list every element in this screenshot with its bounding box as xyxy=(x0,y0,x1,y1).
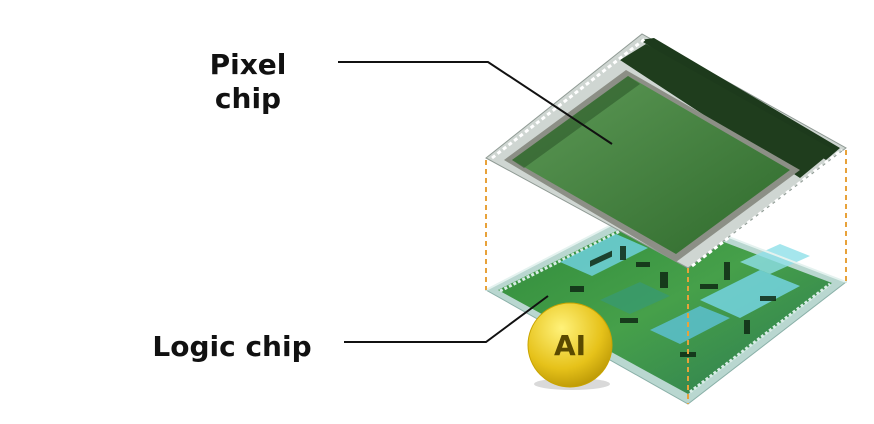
logic-block xyxy=(740,244,810,274)
pixel-chip-dark-band xyxy=(620,44,834,178)
logic-block xyxy=(650,306,730,344)
pixel-chip-pads-left xyxy=(491,36,647,160)
ai-badge-label: AI xyxy=(554,329,586,362)
pixel-chip-label-line1: Pixel xyxy=(209,48,287,81)
logic-block xyxy=(600,282,670,314)
pixel-chip xyxy=(485,33,847,269)
pixel-chip-label-line2: chip xyxy=(214,82,282,115)
logic-chip-label: Logic chip xyxy=(152,330,312,363)
logic-block xyxy=(700,270,800,318)
logic-chip-pads-right xyxy=(689,282,831,394)
ai-badge: AI xyxy=(527,302,613,390)
logic-chip-pads-left xyxy=(499,214,651,293)
logic-chip-leader-line xyxy=(344,295,549,343)
pixel-chip-label: Pixel chip xyxy=(196,48,300,116)
logic-circuitry xyxy=(570,246,776,357)
stack-connectors xyxy=(485,150,847,404)
pixel-chip-pads-right xyxy=(691,148,843,268)
pixel-chip-leader-line xyxy=(338,61,613,145)
